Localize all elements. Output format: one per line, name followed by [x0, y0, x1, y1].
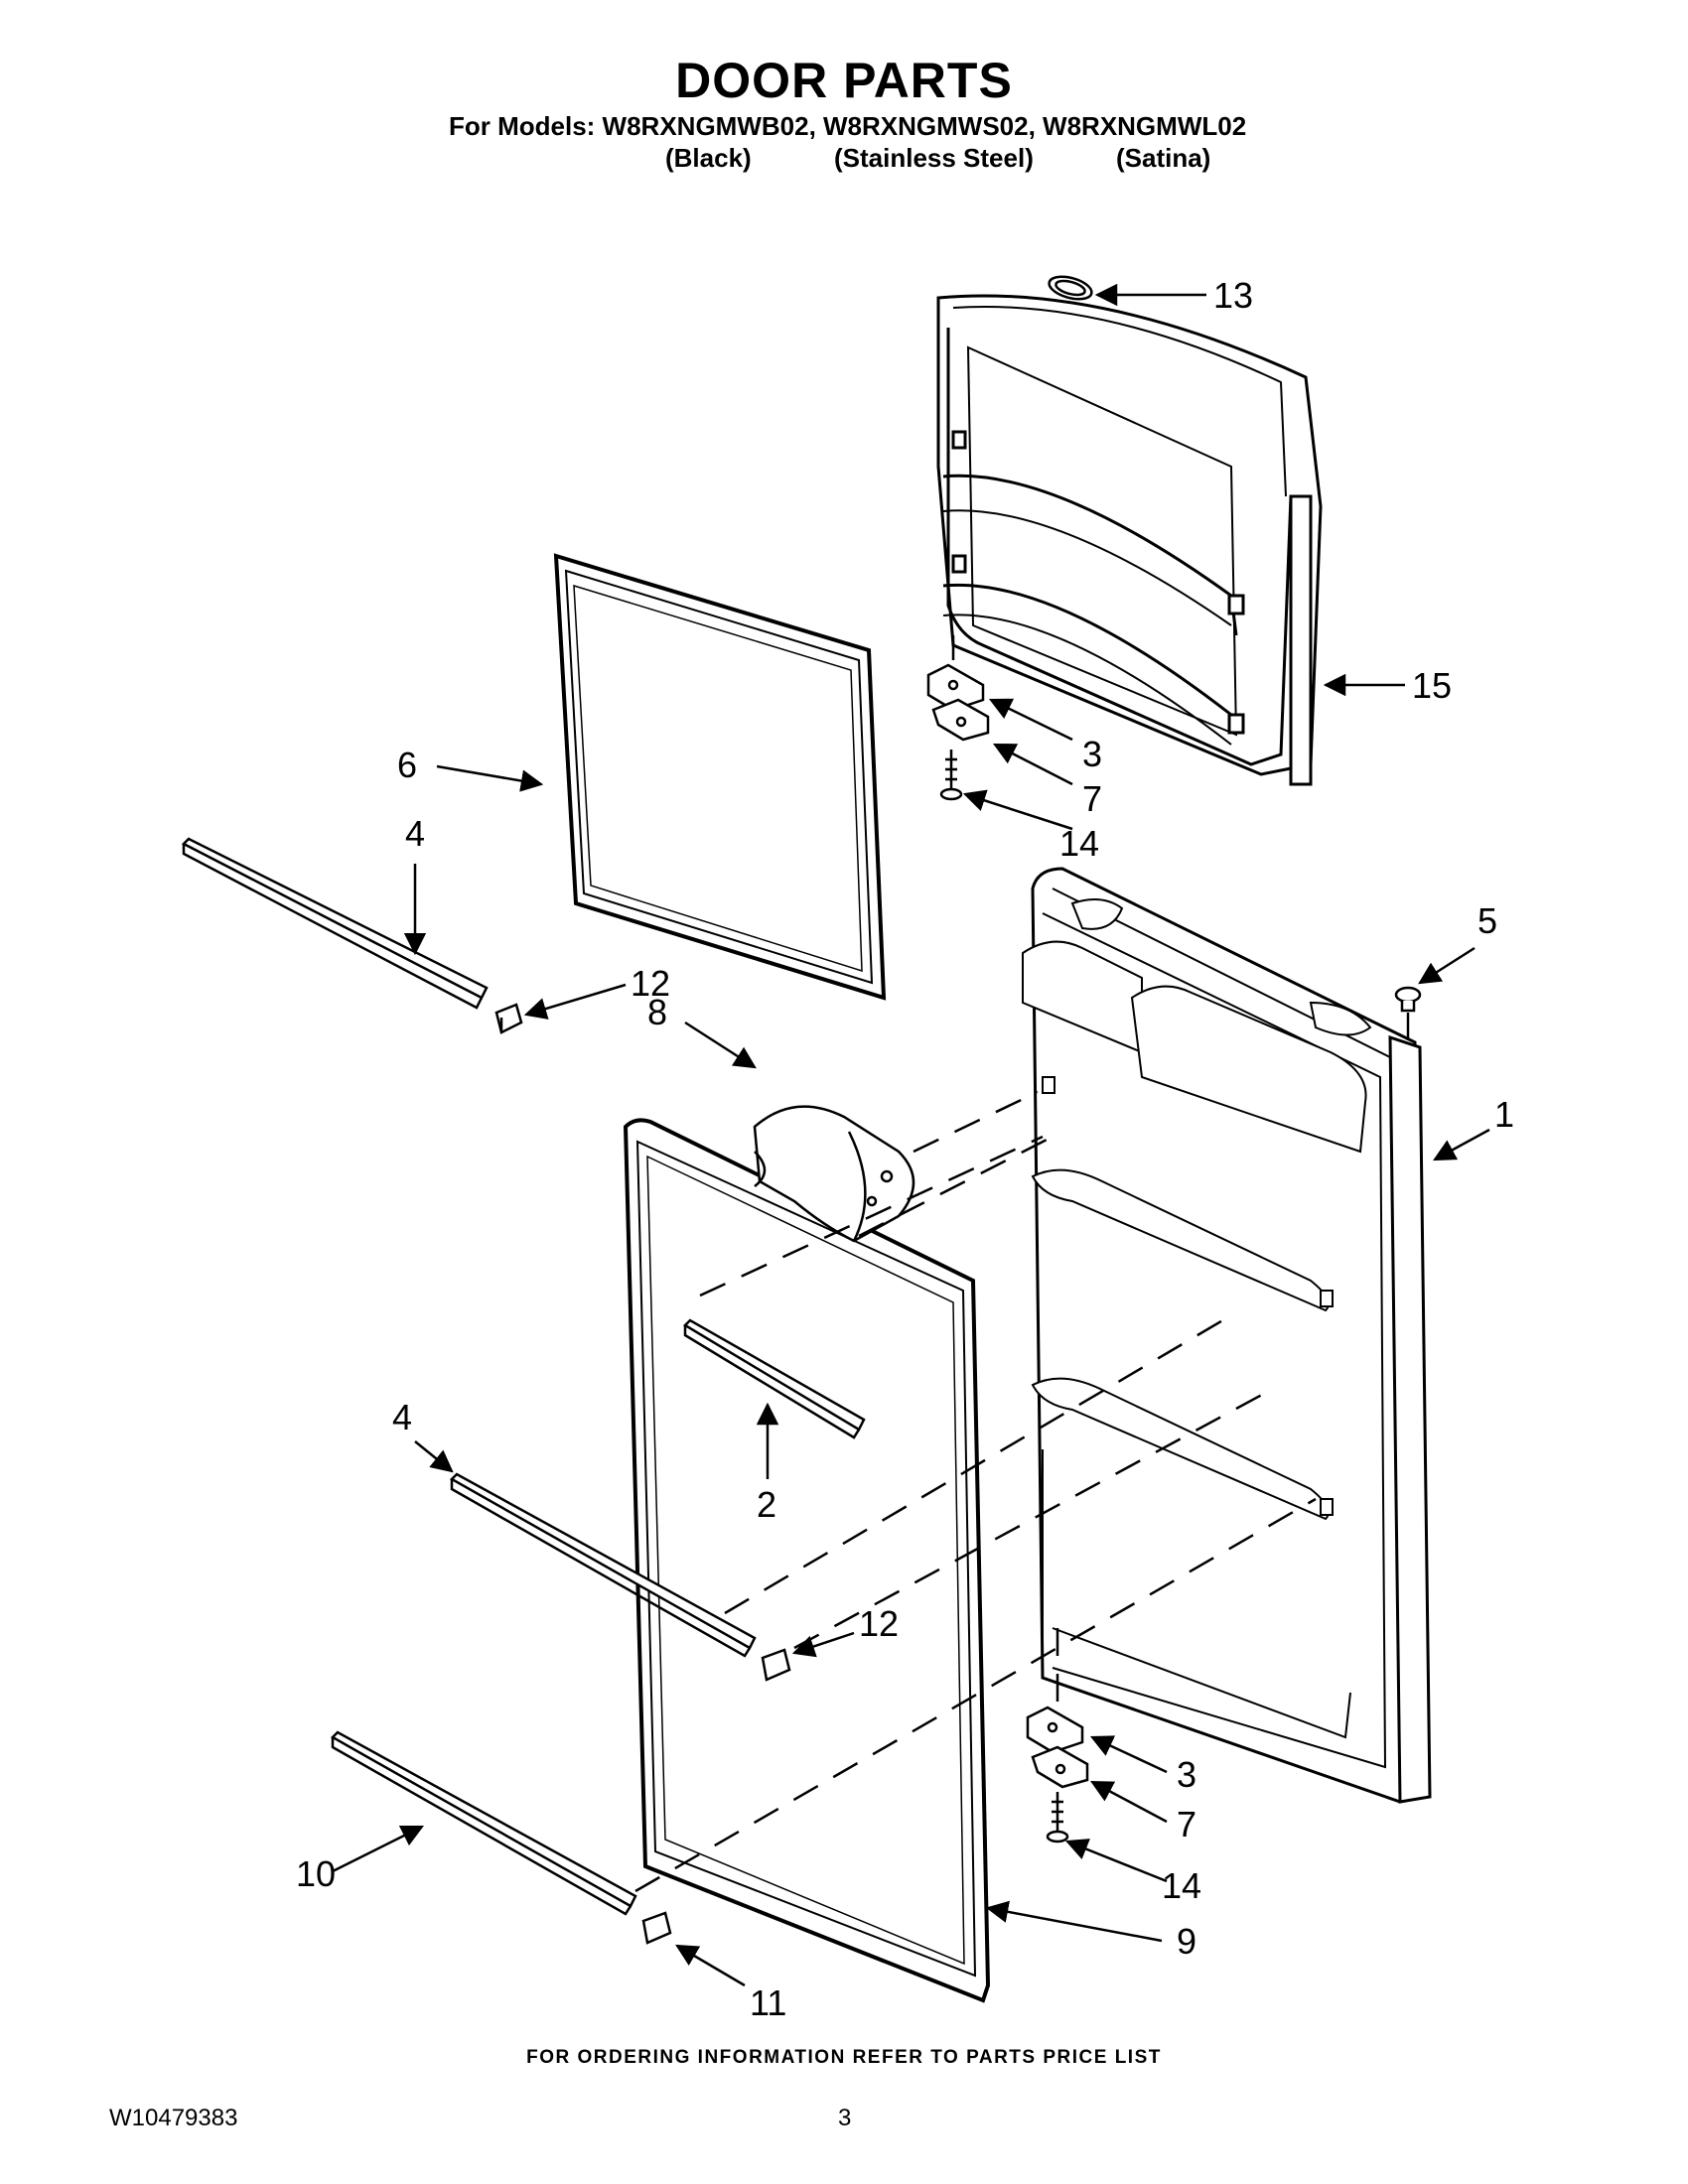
- callout-14-lower: 14: [1162, 1865, 1201, 1906]
- screw-upper: [939, 750, 963, 801]
- callout-11: 11: [750, 1982, 786, 2023]
- page-title: DOOR PARTS: [675, 53, 1013, 108]
- screw-cap: [1394, 986, 1422, 1013]
- freezer-door: [936, 294, 1323, 786]
- callout-13: 13: [1213, 275, 1253, 316]
- document-number: W10479383: [109, 2105, 238, 2131]
- end-cap-middle: [761, 1648, 791, 1682]
- end-cap-lower: [641, 1911, 672, 1945]
- fresh-food-door: [1022, 867, 1432, 1804]
- callout-12-middle: 12: [859, 1603, 899, 1644]
- callout-5: 5: [1477, 900, 1497, 941]
- butter-door: [753, 1105, 915, 1243]
- hinge-lower: [1026, 1706, 1084, 1754]
- color-stainless-steel: (Stainless Steel): [834, 143, 1034, 173]
- callout-labels: 13 15 3 7 14 6 4 12 5 8 1 2 4 12 3 7 14 …: [296, 275, 1514, 2023]
- callout-3-lower: 3: [1177, 1754, 1196, 1795]
- fresh-food-gasket: [623, 1118, 991, 2003]
- callout-7-upper: 7: [1082, 778, 1102, 819]
- models-line: For Models: W8RXNGMWB02, W8RXNGMWS02, W8…: [449, 111, 1247, 141]
- callout-12-upper: 12: [631, 963, 670, 1004]
- callout-7-lower: 7: [1177, 1804, 1196, 1844]
- callout-6: 6: [397, 745, 417, 785]
- end-cap-upper: [494, 1003, 523, 1034]
- callout-4-upper: 4: [405, 813, 425, 854]
- callout-1: 1: [1494, 1094, 1514, 1135]
- spacer-lower: [1031, 1745, 1089, 1789]
- page-number: 3: [838, 2105, 852, 2131]
- callout-9: 9: [1177, 1921, 1196, 1962]
- color-black: (Black): [665, 143, 752, 173]
- color-satina: (Satina): [1116, 143, 1211, 173]
- callout-14-upper: 14: [1059, 823, 1099, 864]
- trim-strip-center: [682, 1318, 866, 1439]
- hinge-upper: [926, 663, 985, 712]
- spacer-upper: [931, 698, 990, 742]
- trim-strip-bottom: [330, 1730, 637, 1916]
- callout-3-upper: 3: [1082, 734, 1102, 774]
- callout-2: 2: [757, 1484, 776, 1525]
- callout-arrows: [332, 283, 1490, 1987]
- callout-8: 8: [647, 992, 667, 1032]
- assembly-lines: [634, 635, 1410, 1893]
- freezer-gasket: [553, 553, 887, 1001]
- callout-10: 10: [296, 1853, 336, 1894]
- trim-strip-middle: [449, 1472, 757, 1658]
- screw-lower: [1046, 1792, 1069, 1843]
- callout-15: 15: [1412, 665, 1452, 706]
- trim-strip-upper-left: [181, 837, 489, 1010]
- hinge-cap: [1048, 275, 1093, 301]
- ordering-note: FOR ORDERING INFORMATION REFER TO PARTS …: [526, 2047, 1162, 2068]
- callout-4-middle: 4: [392, 1397, 412, 1437]
